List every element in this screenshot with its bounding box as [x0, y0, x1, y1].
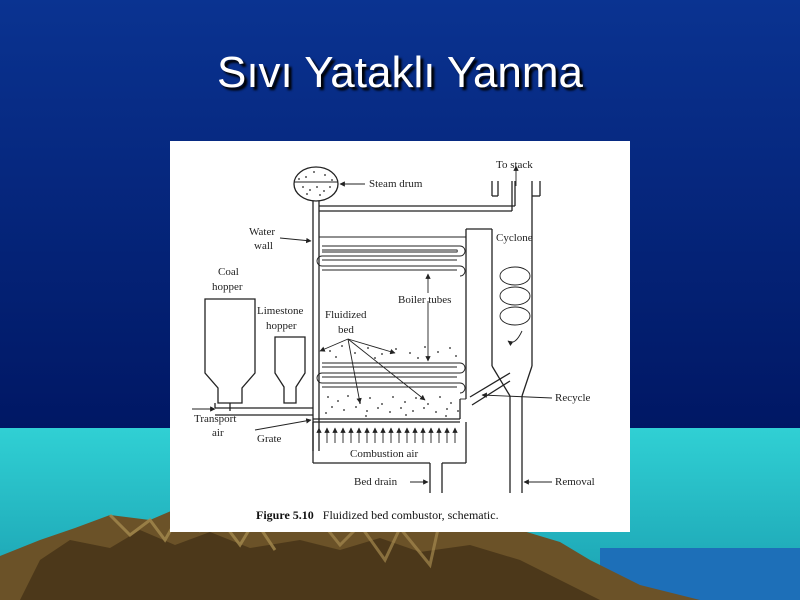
label-to-stack: To stack: [496, 159, 533, 171]
coal-hopper: [204, 298, 256, 411]
feed-pipe: [192, 403, 313, 416]
label-fluidized-bed-line1: Fluidized: [325, 309, 367, 321]
label-limestone-hopper-line1: Limestone: [257, 305, 304, 317]
cyclone: [466, 165, 533, 493]
leader-lines: [254, 181, 553, 485]
label-coal-hopper-line2: hopper: [212, 281, 243, 293]
fluidized-bed-particles: [325, 345, 459, 417]
label-boiler-tubes: Boiler tubes: [398, 294, 451, 306]
label-limestone-hopper-line2: hopper: [266, 320, 297, 332]
combustion-air-arrows: [316, 427, 458, 443]
figure-caption-number: Figure 5.10: [256, 508, 314, 522]
label-steam-drum: Steam drum: [369, 178, 423, 190]
label-removal: Removal: [555, 476, 595, 488]
slide-title: Sıvı Yataklı Yanma: [216, 48, 584, 97]
label-cyclone: Cyclone: [496, 232, 533, 244]
label-bed-drain: Bed drain: [354, 476, 398, 488]
figure-caption-text: Fluidized bed combustor, schematic.: [323, 508, 499, 522]
label-transport-air-line1: Transport: [194, 413, 236, 425]
label-grate: Grate: [257, 433, 282, 445]
grate: [313, 399, 461, 423]
mountain-shadow: [20, 530, 600, 600]
fluidized-bed-combustor-diagram: To stack Steam drum Water wall Cyclone C…: [192, 159, 595, 522]
label-transport-air-line2: air: [212, 427, 224, 439]
mountain-highlight-2: [318, 519, 442, 569]
figure-panel: To stack Steam drum Water wall Cyclone C…: [170, 141, 630, 532]
boiler-tubes-upper: [316, 245, 466, 277]
air-plenum: [312, 422, 467, 493]
label-fluidized-bed-line2: bed: [338, 324, 354, 336]
limestone-hopper: [274, 336, 306, 404]
figure-caption: Figure 5.10 Fluidized bed combustor, sch…: [256, 508, 499, 522]
label-water-wall-line2: wall: [254, 240, 273, 252]
label-water-wall-line1: Water: [249, 226, 275, 238]
label-coal-hopper-line1: Coal: [218, 266, 239, 278]
label-combustion-air: Combustion air: [350, 448, 418, 460]
label-recycle: Recycle: [555, 392, 591, 404]
steam-drum: [293, 166, 339, 399]
boiler-tubes-lower: [316, 362, 466, 394]
recycle-duct: [469, 372, 511, 406]
